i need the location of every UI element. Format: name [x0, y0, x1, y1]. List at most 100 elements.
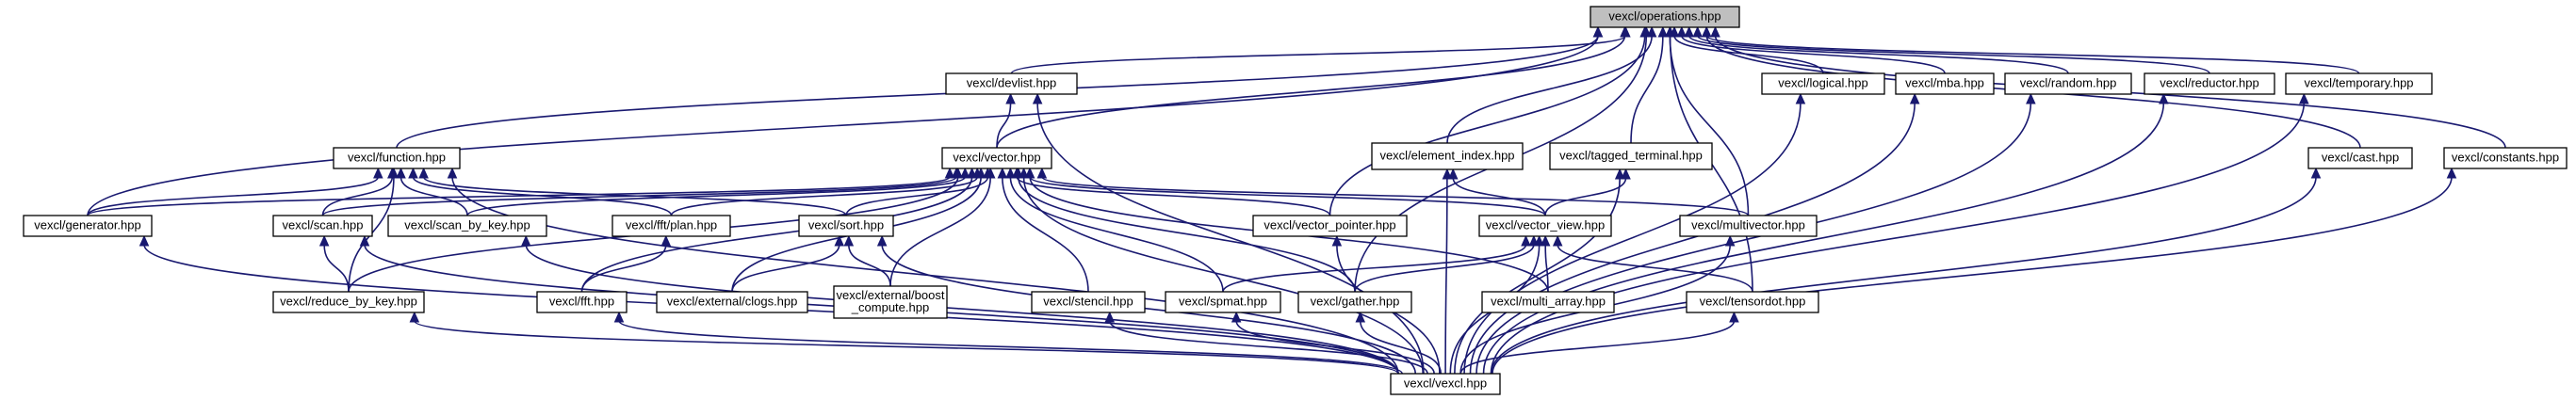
node-label: vexcl/spmat.hpp [1179, 294, 1267, 308]
node-function[interactable]: vexcl/function.hpp [333, 147, 461, 169]
edge-vector_pointer-to-operations [1329, 25, 1650, 216]
node-box [272, 215, 373, 237]
node-vector-view[interactable]: vexcl/vector_view.hpp [1478, 215, 1612, 237]
graph-edges [87, 25, 2506, 375]
node-sort[interactable]: vexcl/sort.hpp [798, 215, 894, 237]
node-label: vexcl/generator.hpp [34, 217, 140, 232]
edge-vexcl-to-constants [1492, 167, 2457, 375]
node-gather[interactable]: vexcl/gather.hpp [1297, 291, 1412, 313]
node-vector-pointer[interactable]: vexcl/vector_pointer.hpp [1252, 215, 1408, 237]
arrowhead [953, 167, 963, 179]
edge-reductor-to-operations [1692, 25, 2210, 74]
node-label: vexcl/scan_by_key.hpp [404, 217, 530, 232]
arrowhead [396, 167, 406, 179]
node-cast[interactable]: vexcl/cast.hpp [2307, 147, 2413, 169]
edge-scan_by_key-to-vector [466, 167, 970, 216]
node-clogs[interactable]: vexcl/external/clogs.hpp [656, 291, 808, 313]
node-random[interactable]: vexcl/random.hpp [2004, 72, 2132, 95]
edge-vector-to-operations [996, 25, 1630, 149]
node-label: vexcl/vector_pointer.hpp [1264, 217, 1395, 232]
node-box [272, 291, 425, 313]
arrowhead [876, 234, 888, 247]
node-reduce-by-key[interactable]: vexcl/reduce_by_key.hpp [272, 291, 425, 313]
node-devlist[interactable]: vexcl/devlist.hpp [945, 72, 1078, 95]
node-label: vexcl/fft.hpp [549, 294, 614, 308]
node-label: vexcl/operations.hpp [1608, 8, 1720, 23]
edge-multi_array-to-vector_view [1540, 234, 1551, 293]
arrowhead [1702, 25, 1712, 38]
node-tensordot[interactable]: vexcl/tensordot.hpp [1686, 291, 1819, 313]
node-box [23, 215, 153, 237]
node-box [1478, 215, 1612, 237]
arrowhead [1909, 92, 1920, 104]
edge-vexcl-to-mba [1469, 92, 1920, 375]
node-box [1252, 215, 1408, 237]
arrowhead [521, 234, 531, 247]
node-label: vexcl/gather.hpp [1311, 294, 1400, 308]
node-generator[interactable]: vexcl/generator.hpp [23, 215, 153, 237]
node-box [1165, 291, 1281, 313]
arrowhead [985, 167, 996, 179]
arrowhead [2299, 92, 2309, 104]
edge-random-to-operations [1684, 25, 2069, 74]
edge-vexcl-to-spmat [1231, 311, 1435, 375]
node-multivector[interactable]: vexcl/multivector.hpp [1679, 215, 1818, 237]
graph-nodes: vexcl/operations.hpp vexcl/devlist.hpp vex… [23, 6, 2568, 395]
edge-vexcl-to-reductor [1482, 92, 2169, 375]
node-label: vexcl/vector_view.hpp [1486, 217, 1605, 232]
node-scan[interactable]: vexcl/scan.hpp [272, 215, 373, 237]
node-box [1686, 291, 1819, 313]
arrowhead [1231, 311, 1242, 323]
edge-vexcl-to-fft [613, 311, 1403, 375]
node-temporary[interactable]: vexcl/temporary.hpp [2285, 72, 2433, 95]
node-box [2443, 147, 2568, 169]
node-tagged-terminal[interactable]: vexcl/tagged_terminal.hpp [1549, 142, 1713, 170]
arrowhead [1552, 234, 1563, 247]
node-box [1031, 291, 1146, 313]
node-label: vexcl/devlist.hpp [967, 75, 1056, 89]
node-constants[interactable]: vexcl/constants.hpp [2443, 147, 2568, 169]
edge-generator-to-function [87, 167, 383, 216]
edge-vexcl-to-stencil [1104, 311, 1428, 375]
edge-vector_view-to-tagged_terminal [1544, 168, 1631, 216]
arrowhead [1331, 234, 1343, 247]
arrowhead [2026, 92, 2036, 104]
edge-generator-to-operations [87, 25, 1604, 216]
arrowhead [2310, 167, 2322, 179]
arrowhead [2446, 167, 2457, 179]
node-label: vexcl/constants.hpp [2452, 150, 2559, 164]
node-label: vexcl/reductor.hpp [2160, 75, 2259, 89]
edge-boost_compute-to-sort [843, 234, 891, 287]
node-label: vexcl/function.hpp [348, 150, 446, 164]
node-fft-plan[interactable]: vexcl/fft/plan.hpp [611, 215, 731, 237]
arrowhead [418, 167, 429, 179]
arrowhead [1540, 234, 1551, 247]
node-vector[interactable]: vexcl/vector.hpp [941, 147, 1052, 169]
node-fft[interactable]: vexcl/fft.hpp [536, 291, 628, 313]
node-element-index[interactable]: vexcl/element_index.hpp [1371, 142, 1524, 170]
node-box [1371, 142, 1524, 170]
node-vexcl[interactable]: vexcl/vexcl.hpp [1390, 373, 1501, 395]
node-stencil[interactable]: vexcl/stencil.hpp [1031, 291, 1146, 313]
edge-element_index-to-operations [1446, 25, 1657, 144]
node-box [1761, 72, 1885, 95]
node-label: vexcl/logical.hpp [1778, 75, 1867, 89]
arrowhead [318, 234, 330, 247]
arrowhead [1614, 168, 1625, 180]
node-mba[interactable]: vexcl/mba.hpp [1895, 72, 1995, 95]
edge-scan-to-function [321, 167, 398, 216]
node-scan-by-key[interactable]: vexcl/scan_by_key.hpp [387, 215, 547, 237]
node-box [2307, 147, 2413, 169]
node-box [611, 215, 731, 237]
edge-vexcl-to-tagged_terminal [1454, 168, 1625, 375]
node-spmat[interactable]: vexcl/spmat.hpp [1165, 291, 1281, 313]
node-label: vexcl/mba.hpp [1905, 75, 1984, 89]
node-multi-array[interactable]: vexcl/multi_array.hpp [1481, 291, 1615, 313]
edge-vexcl-to-temporary [1490, 92, 2309, 375]
node-boost-compute[interactable]: vexcl/external/boost_compute.hpp [833, 285, 948, 319]
edge-fft-to-vector [580, 167, 977, 293]
node-label: vexcl/external/boost [837, 288, 945, 302]
node-reductor[interactable]: vexcl/reductor.hpp [2144, 72, 2275, 95]
node-logical[interactable]: vexcl/logical.hpp [1761, 72, 1885, 95]
